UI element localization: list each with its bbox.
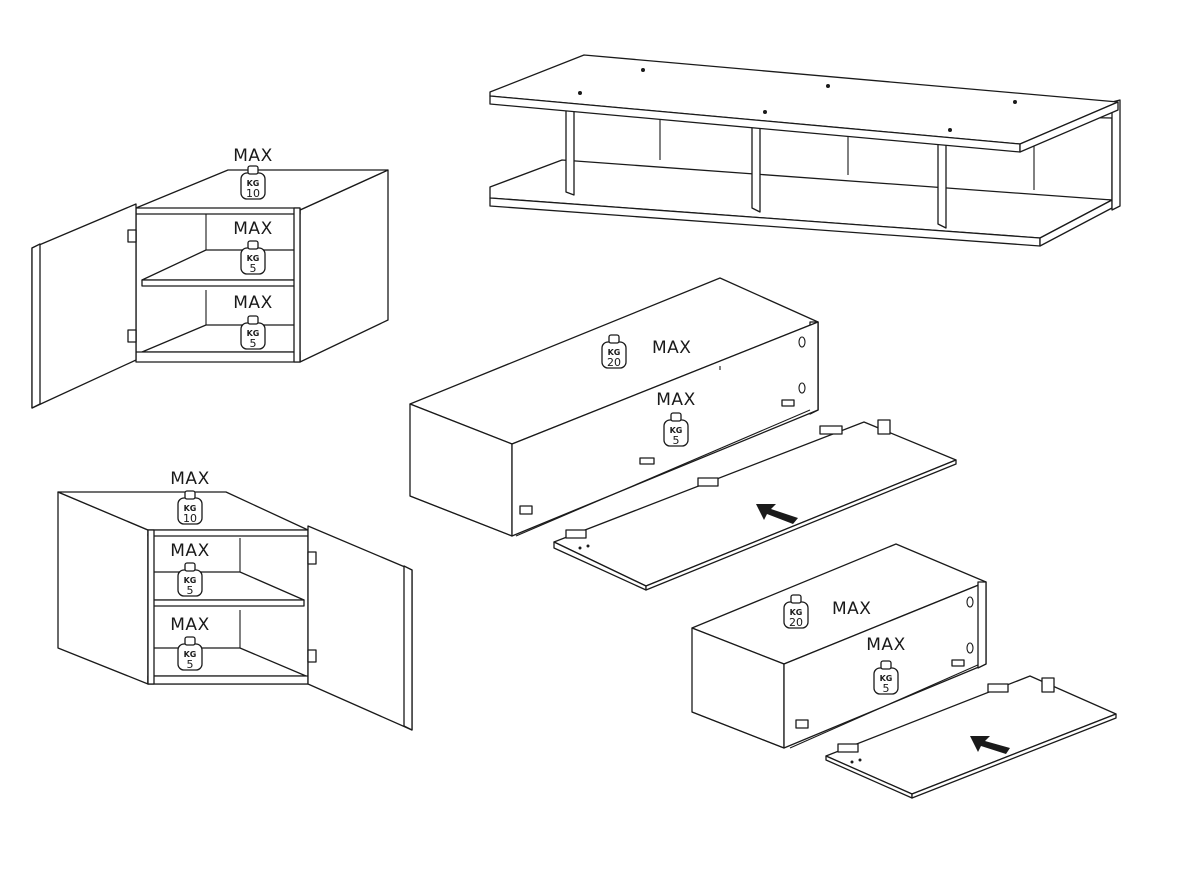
- weight-icon-ll-bot: KG5 MAX: [170, 615, 209, 671]
- max-label: MAX: [233, 293, 272, 313]
- wall-shelf-unit: [489, 54, 1121, 247]
- insert-arrow-icon-2: [970, 736, 1010, 754]
- load-value: 5: [673, 434, 680, 447]
- unit-label: KG: [608, 348, 621, 357]
- max-label: MAX: [233, 219, 272, 239]
- unit-label: KG: [184, 650, 197, 659]
- weight-icon-ul-bot: KG5 MAX: [233, 293, 272, 350]
- weight-icon-cb-in: KG5 MAX: [656, 390, 695, 447]
- right-flap-door: [825, 675, 1117, 799]
- unit-label: KG: [880, 674, 893, 683]
- max-label: MAX: [170, 615, 209, 635]
- unit-label: KG: [790, 608, 803, 617]
- unit-label: KG: [184, 504, 197, 513]
- max-label: MAX: [170, 469, 209, 489]
- weight-limits: KG10MAXKG5MAXKG5MAXKG10MAXKG5MAXKG5MAXKG…: [170, 146, 905, 695]
- unit-label: KG: [247, 179, 260, 188]
- weight-icon-ul-mid: KG5 MAX: [233, 219, 272, 275]
- lower-left-cabinet: [57, 491, 413, 731]
- load-value: 5: [250, 337, 257, 350]
- unit-label: KG: [247, 254, 260, 263]
- load-value: 20: [607, 356, 621, 369]
- weight-icon-sb-in: KG5 MAX: [866, 635, 905, 695]
- center-flap-door: [553, 419, 957, 591]
- max-label: MAX: [233, 146, 272, 166]
- load-value: 5: [187, 584, 194, 597]
- load-value: 5: [250, 262, 257, 275]
- unit-label: KG: [184, 576, 197, 585]
- weight-icon-ll-mid: KG5 MAX: [170, 541, 209, 597]
- max-label: MAX: [866, 635, 905, 655]
- load-value: 10: [183, 512, 197, 525]
- max-label: MAX: [652, 338, 691, 358]
- unit-label: KG: [670, 426, 683, 435]
- load-value: 5: [883, 682, 890, 695]
- load-value: 20: [789, 616, 803, 629]
- max-label: MAX: [170, 541, 209, 561]
- max-label: MAX: [832, 599, 871, 619]
- load-value: 10: [246, 187, 260, 200]
- load-value: 5: [187, 658, 194, 671]
- unit-label: KG: [247, 329, 260, 338]
- upper-left-cabinet: [31, 169, 389, 409]
- max-label: MAX: [656, 390, 695, 410]
- insert-arrow-icon: [756, 504, 798, 524]
